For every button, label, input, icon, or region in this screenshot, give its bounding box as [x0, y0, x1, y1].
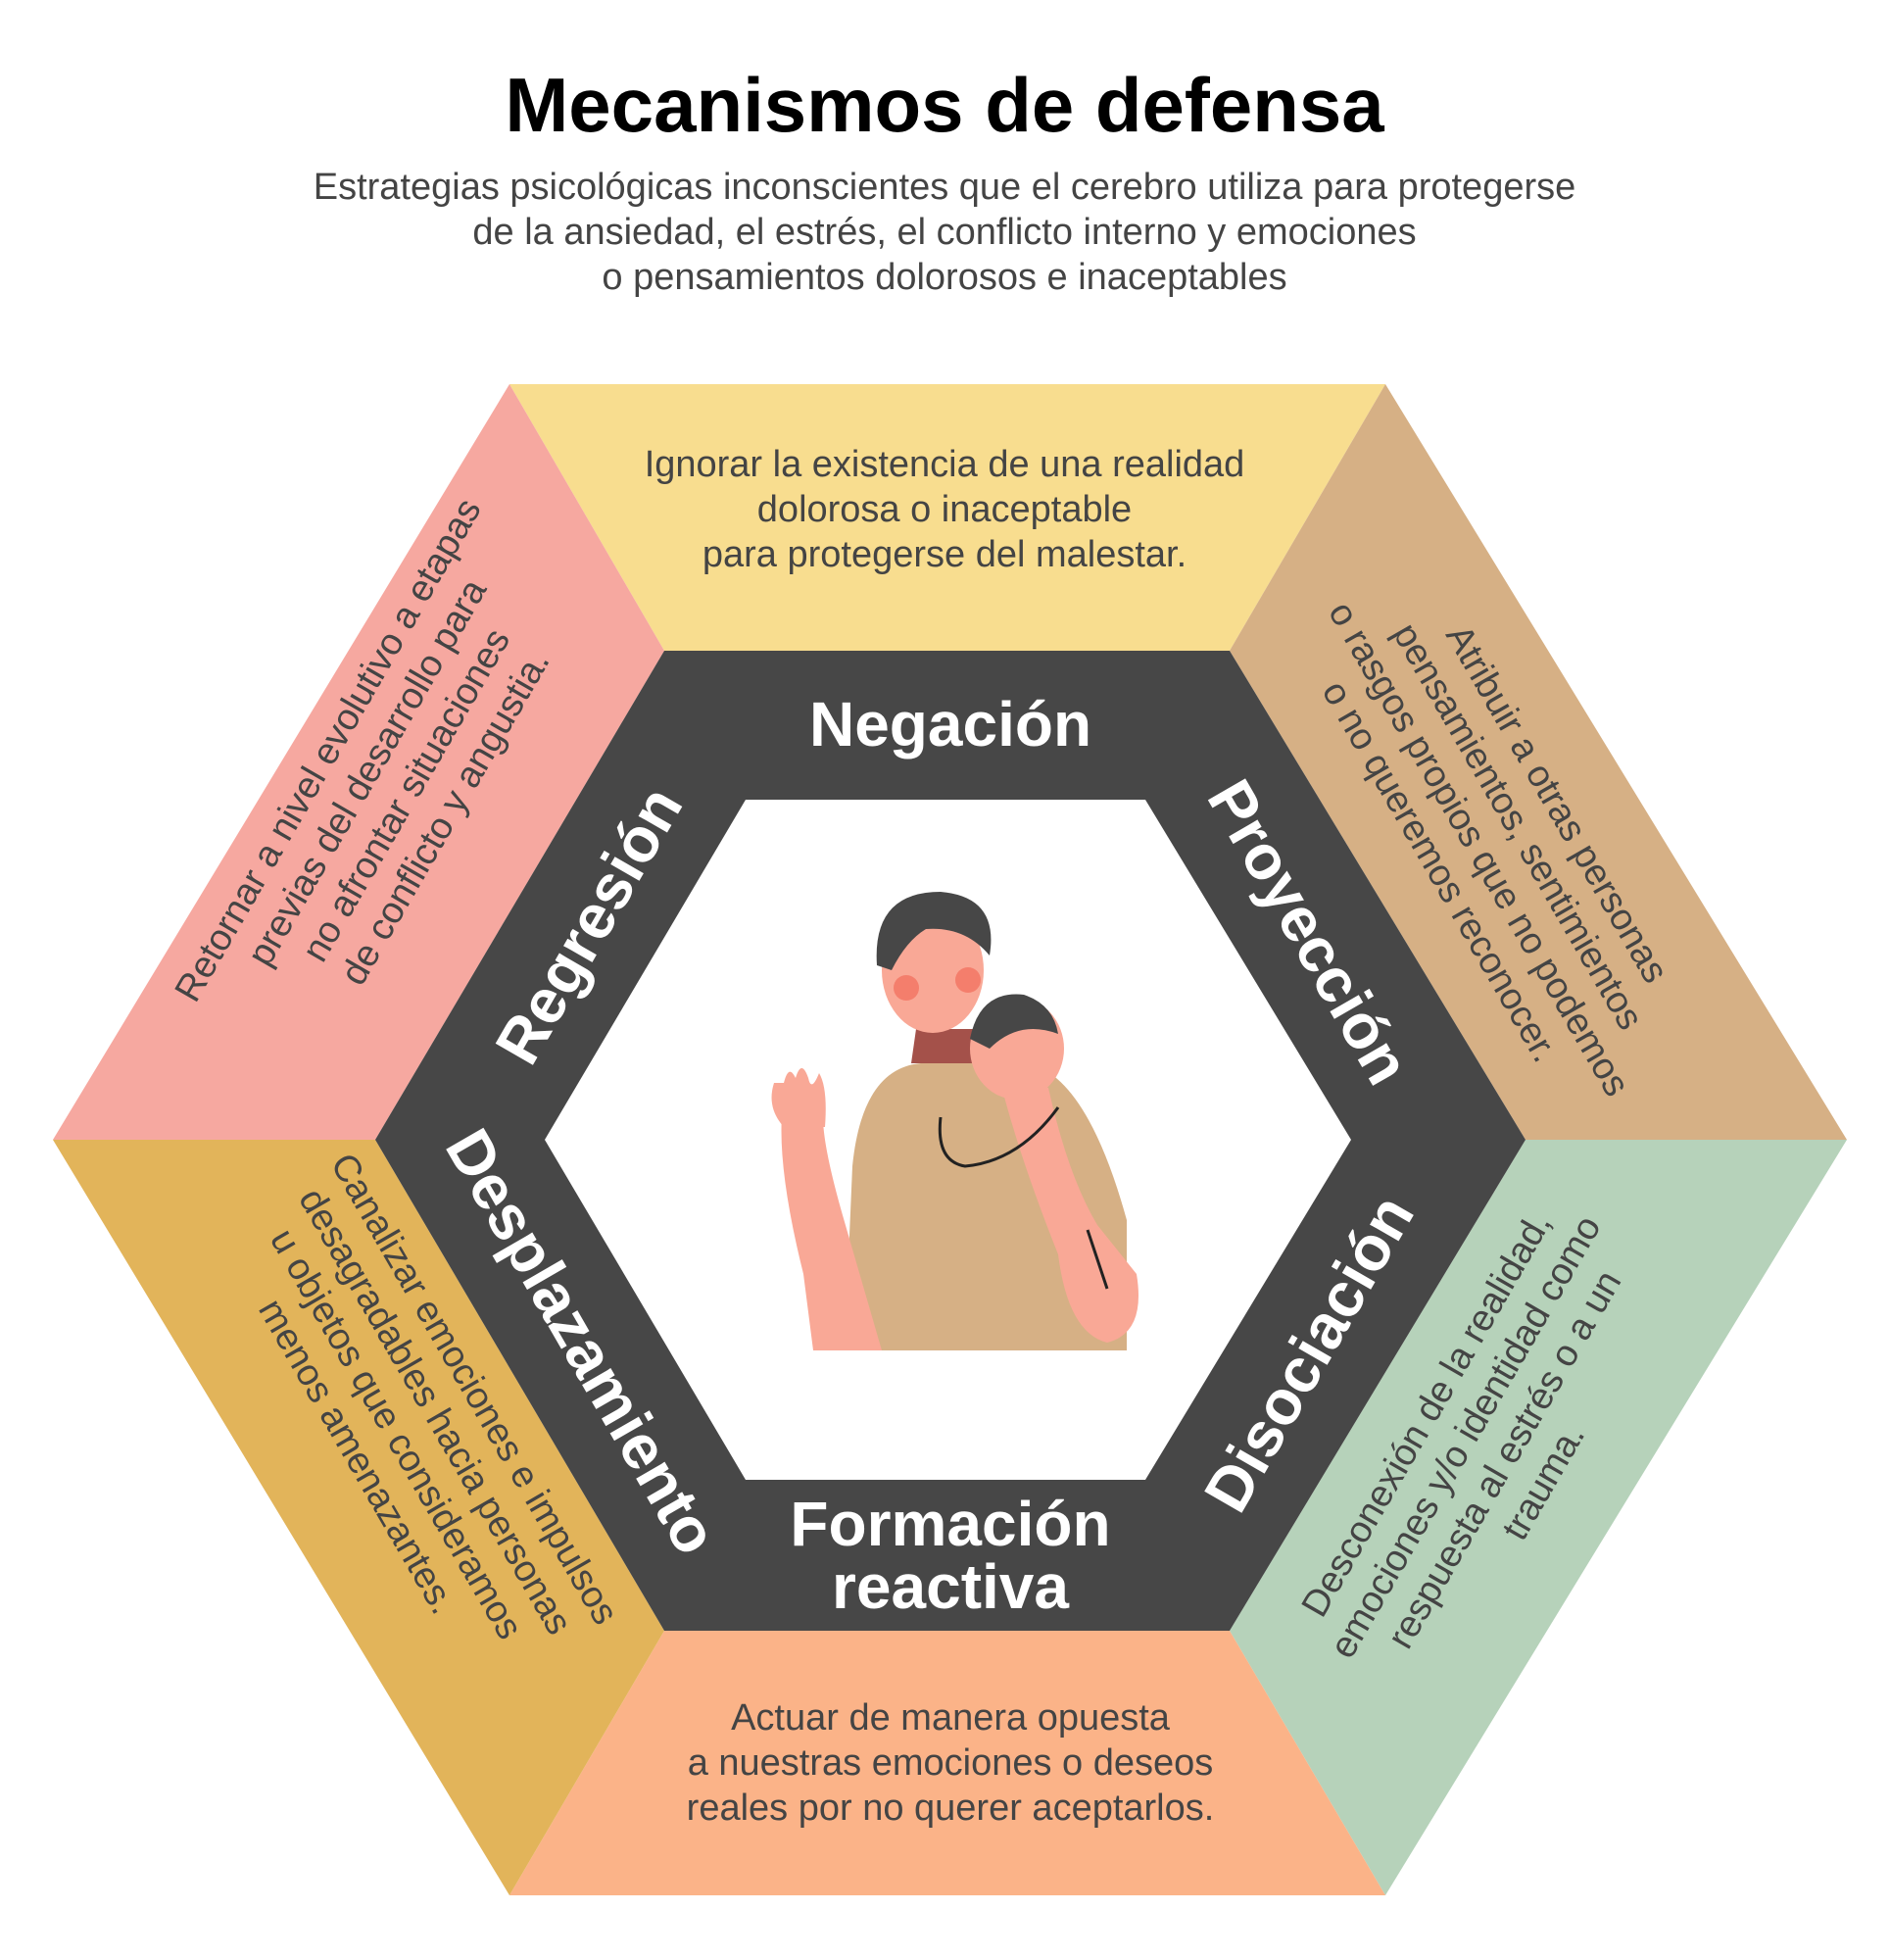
label-line: Formación [790, 1489, 1111, 1559]
segment-disociacion [1230, 1140, 1847, 1895]
segment-formacion-reactiva [509, 1631, 1385, 1895]
page-title: Mecanismos de defensa [505, 62, 1384, 148]
desc-line: dolorosa o inaceptable [756, 489, 1133, 530]
desc-line: Actuar de manera opuesta [731, 1697, 1170, 1739]
segment-desplazamiento [53, 1140, 664, 1895]
label-line: reactiva [832, 1551, 1069, 1622]
illustration-person-comforting-icon [771, 892, 1138, 1350]
subtitle: Estrategias psicológicas inconscientes q… [0, 165, 1889, 300]
desc-line: para protegerse del malestar. [702, 534, 1187, 575]
subtitle-line: o pensamientos dolorosos e inaceptables [602, 257, 1287, 298]
desc-line: a nuestras emociones o deseos [687, 1742, 1214, 1784]
segment-negacion [509, 384, 1385, 651]
subtitle-line: Estrategias psicológicas inconscientes q… [313, 167, 1576, 208]
segment-proyeccion [1230, 384, 1847, 1140]
desc-line: reales por no querer aceptarlos. [686, 1788, 1215, 1829]
subtitle-line: de la ansiedad, el estrés, el conflicto … [472, 212, 1417, 253]
segment-regresion [53, 384, 664, 1140]
desc-line: Ignorar la existencia de una realidad [644, 444, 1245, 485]
